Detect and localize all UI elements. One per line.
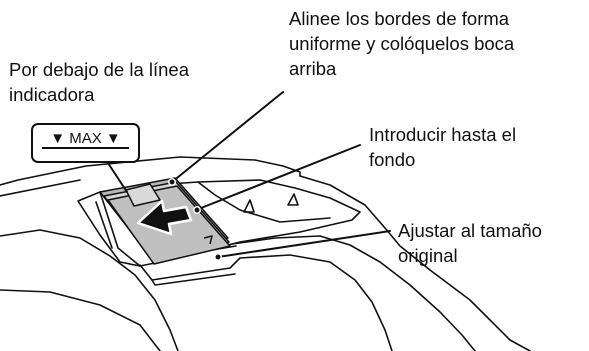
leader-line-align-edges: [171, 91, 284, 183]
max-indicator-line: [42, 147, 129, 149]
scanner-body-right: [299, 175, 531, 351]
leader-dot-adjust: [214, 253, 222, 261]
label-below-indicator-line: Por debajo de la línea indicadora: [9, 59, 189, 105]
max-indicator-text: ▼ MAX ▼: [50, 130, 121, 147]
label-adjust-to-original-size: Ajustar al tamaño original: [398, 220, 542, 266]
insert-arrow-icon: [136, 199, 193, 236]
leader-line-below-line: [107, 162, 128, 193]
max-indicator-badge: ▼ MAX ▼: [31, 123, 140, 163]
leader-dot-align: [168, 178, 176, 186]
leader-dot-insert: [193, 206, 201, 214]
scanner-lid-outline: [0, 156, 301, 186]
label-insert-to-end: Introducir hasta el fondo: [369, 124, 517, 170]
leader-line-adjust: [217, 230, 391, 258]
label-align-edges: Alinee los bordes de forma uniforme y co…: [289, 8, 515, 79]
leader-line-insert: [195, 144, 361, 211]
